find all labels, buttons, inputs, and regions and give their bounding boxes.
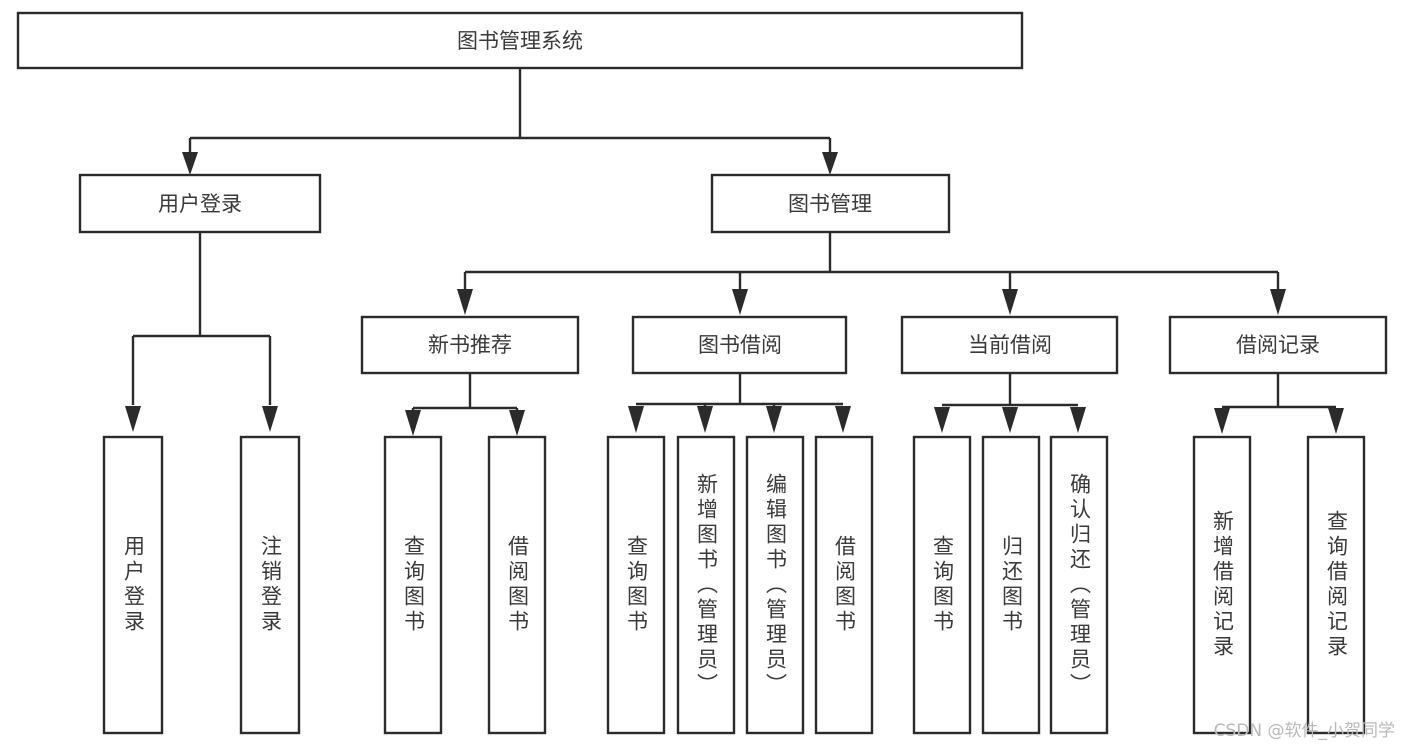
arrow-userlogin-leaf-2 xyxy=(262,406,278,432)
arrow-currentborrow-leaf-3 xyxy=(1070,407,1086,433)
connectors-group xyxy=(125,68,1344,436)
arrow-bookborrow-leaf-3 xyxy=(766,406,782,433)
arrow-to-bookborrow xyxy=(732,289,748,315)
node-borrow-records-box[interactable] xyxy=(1168,315,1388,375)
node-book-borrow[interactable]: 图书借阅 xyxy=(631,315,848,375)
arrow-borrowrecords-leaf-2 xyxy=(1328,408,1344,434)
node-book-borrow-label: 图书借阅 xyxy=(698,333,782,357)
node-current-borrow-box[interactable] xyxy=(900,315,1119,375)
leaf-box-current-borrow-0[interactable] xyxy=(912,435,972,735)
leaf-box-book-borrow-1[interactable] xyxy=(676,435,736,735)
leaf-box-borrow-records-0[interactable] xyxy=(1192,435,1252,735)
leaf-box-book-borrow-3[interactable] xyxy=(814,435,874,735)
arrow-newbook-leaf-2 xyxy=(509,410,525,436)
leaf-box-current-borrow-2[interactable] xyxy=(1049,435,1109,735)
arrow-userlogin-leaf-1 xyxy=(125,406,141,432)
node-book-management-label: 图书管理 xyxy=(788,192,872,216)
node-root-box[interactable] xyxy=(16,11,1024,70)
leaf-boxes-group xyxy=(102,435,1366,735)
arrow-to-userlogin xyxy=(182,152,198,175)
node-book-management[interactable]: 图书管理 xyxy=(710,173,951,234)
leaf-box-book-borrow-2[interactable] xyxy=(745,435,805,735)
arrow-currentborrow-leaf-2 xyxy=(1002,407,1018,433)
leaf-box-user-login-1[interactable] xyxy=(239,435,301,735)
csdn-watermark: CSDN @软件_小贺同学 xyxy=(1213,721,1395,741)
arrow-bookborrow-leaf-2 xyxy=(697,406,713,433)
leaf-box-book-borrow-0[interactable] xyxy=(606,435,666,735)
arrow-to-newbook xyxy=(457,289,473,315)
node-user-login[interactable]: 用户登录 xyxy=(78,173,322,234)
node-book-borrow-box[interactable] xyxy=(631,315,848,375)
arrow-bookborrow-leaf-4 xyxy=(835,406,851,433)
node-user-login-box[interactable] xyxy=(78,173,322,234)
arrow-to-borrowrecords xyxy=(1270,289,1286,315)
node-new-book-recommend-label: 新书推荐 xyxy=(428,333,512,357)
arrow-to-currentborrow xyxy=(1002,289,1018,315)
node-root[interactable]: 图书管理系统 xyxy=(16,11,1024,70)
leaf-box-new-book-0[interactable] xyxy=(383,435,443,735)
node-new-book-recommend[interactable]: 新书推荐 xyxy=(360,315,580,375)
leaf-box-user-login-0[interactable] xyxy=(102,435,164,735)
node-new-book-recommend-box[interactable] xyxy=(360,315,580,375)
leaf-box-borrow-records-1[interactable] xyxy=(1306,435,1366,735)
node-borrow-records[interactable]: 借阅记录 xyxy=(1168,315,1388,375)
arrow-bookborrow-leaf-1 xyxy=(628,406,644,433)
node-user-login-label: 用户登录 xyxy=(158,192,242,216)
leaf-box-new-book-1[interactable] xyxy=(487,435,547,735)
arrow-currentborrow-leaf-1 xyxy=(934,407,950,433)
arrow-to-bookmgmt xyxy=(822,152,838,175)
arrow-borrowrecords-leaf-1 xyxy=(1214,408,1230,434)
arrow-newbook-leaf-1 xyxy=(405,410,421,436)
node-root-label: 图书管理系统 xyxy=(457,29,583,53)
node-current-borrow-label: 当前借阅 xyxy=(968,333,1052,357)
leaf-box-current-borrow-1[interactable] xyxy=(981,435,1041,735)
node-borrow-records-label: 借阅记录 xyxy=(1236,333,1320,357)
node-current-borrow[interactable]: 当前借阅 xyxy=(900,315,1119,375)
node-book-management-box[interactable] xyxy=(710,173,951,234)
